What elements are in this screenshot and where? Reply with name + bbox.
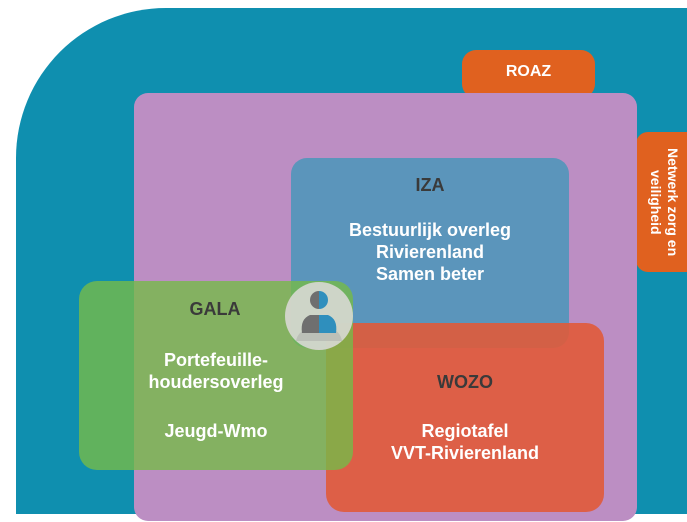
wozo-title: WOZO	[437, 372, 493, 392]
wozo-body: Regiotafel VVT-Rivierenland	[327, 420, 603, 464]
roaz-label: ROAZ	[505, 63, 552, 80]
gala-extra: Jeugd-Wmo	[164, 421, 268, 441]
gala-line: Portefeuille-	[163, 350, 269, 370]
gala-body: Portefeuille- houdersoverleg	[80, 349, 352, 393]
wozo-box	[326, 323, 604, 512]
person-icon	[280, 281, 360, 350]
wozo-line: Regiotafel	[421, 421, 509, 441]
gala-title: GALA	[189, 299, 241, 319]
roaz-box: ROAZ	[462, 50, 595, 98]
wozo-line: VVT-Rivierenland	[390, 443, 540, 463]
gala-line: houdersoverleg	[148, 372, 284, 392]
netwerk-box: Netwerk zorg en veiligheid	[636, 132, 687, 272]
iza-line: Rivierenland	[375, 242, 485, 262]
iza-body: Bestuurlijk overleg Rivierenland Samen b…	[292, 219, 568, 285]
netwerk-label: Netwerk zorg en veiligheid	[648, 147, 681, 257]
iza-line: Samen beter	[375, 264, 485, 284]
iza-line: Bestuurlijk overleg	[348, 220, 512, 240]
iza-title: IZA	[415, 175, 445, 195]
